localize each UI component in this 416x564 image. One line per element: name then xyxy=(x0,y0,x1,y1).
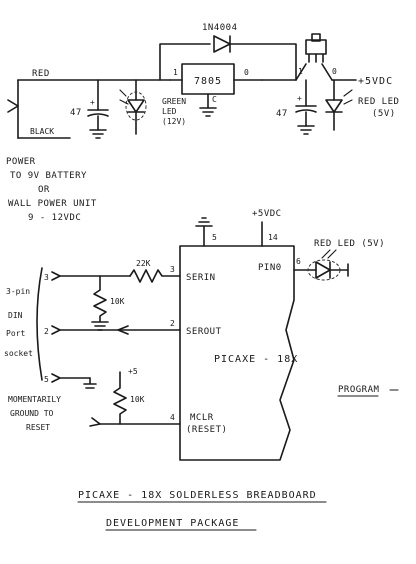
mclr-label: MCLR xyxy=(190,413,214,423)
serout-arrow-icon xyxy=(117,325,129,335)
out-voltage-label: +5VDC xyxy=(358,76,393,87)
pin5-ground xyxy=(195,217,213,247)
conn2-arrow-icon xyxy=(51,325,61,335)
note-line-3: OR xyxy=(38,185,50,195)
conn3-label: 3 xyxy=(44,273,49,282)
pin3-label: 3 xyxy=(170,265,175,274)
black-wire-label: BLACK xyxy=(30,127,54,136)
res-10k-pullup xyxy=(113,371,127,425)
cap-right-label: 47 xyxy=(276,109,288,119)
din-label-3: Port xyxy=(6,329,25,338)
res-10k-b-label: 10K xyxy=(130,395,145,404)
pin4-label: 4 xyxy=(170,413,175,422)
red-led-output xyxy=(307,249,349,281)
reg-ground xyxy=(199,93,217,117)
top-supply-label: +5VDC xyxy=(252,209,282,219)
serout-label: SEROUT xyxy=(186,327,222,337)
program-label: PROGRAM xyxy=(338,385,380,395)
power-switch xyxy=(295,33,333,81)
reset-arrow-icon xyxy=(89,417,101,427)
title-line-2: DEVELOPMENT PACKAGE xyxy=(106,518,239,529)
reg-pin-common: C xyxy=(212,95,217,104)
note-line-1: POWER xyxy=(6,157,36,167)
capacitor-left: + xyxy=(87,79,109,139)
note-line-2: TO 9V BATTERY xyxy=(10,171,87,181)
pin6-label: 6 xyxy=(296,257,301,266)
diode-1n4004 xyxy=(159,35,297,81)
picaxe-chip-body xyxy=(179,245,295,461)
green-led xyxy=(119,79,147,135)
pin2-label: 2 xyxy=(170,319,175,328)
plus5-label: +5 xyxy=(128,367,138,376)
din-connector-bracket xyxy=(36,267,43,381)
title-line-1: PICAXE - 18X SOLDERLESS BREADBOARD xyxy=(78,490,317,501)
program-underline xyxy=(337,389,399,397)
red-led-label-2: (5V) xyxy=(372,109,396,119)
switch-pin-left: 1 xyxy=(298,67,303,76)
conn5-label: 5 xyxy=(44,375,49,384)
red-led-label-1: RED LED xyxy=(358,97,399,107)
green-led-label-2: LED xyxy=(162,107,177,116)
capacitor-right: + xyxy=(295,79,317,135)
pin0-label: PIN0 xyxy=(258,263,282,273)
din-label-2: DIN xyxy=(8,311,23,320)
din-label-4: socket xyxy=(4,349,33,358)
serin-label: SERIN xyxy=(186,273,216,283)
input-arrow-icon xyxy=(7,99,19,113)
cap-left-label: 47 xyxy=(70,108,82,118)
res-10k-a-label: 10K xyxy=(110,297,125,306)
note-line-5: 9 - 12VDC xyxy=(28,213,81,223)
reset-paren-label: (RESET) xyxy=(186,425,227,435)
svg-text:+: + xyxy=(90,98,95,107)
svg-text:+: + xyxy=(297,94,302,103)
red-wire-label: RED xyxy=(32,69,50,79)
conn5-arrow-icon xyxy=(51,373,91,383)
diode-label: 1N4004 xyxy=(202,23,238,33)
res-22k-label: 22K xyxy=(136,259,151,268)
power-supply-section: RED BLACK + 47 GREEN LED (12V) xyxy=(6,23,399,223)
conn-ground-icon xyxy=(83,377,97,389)
green-led-label-3: (12V) xyxy=(162,117,186,126)
note-line-4: WALL POWER UNIT xyxy=(8,199,97,209)
chip-section: PICAXE - 18X 5 14 +5VDC 22K 3 SERIN 10K … xyxy=(4,209,399,461)
res-22k xyxy=(129,269,181,283)
reg-pin-out: 0 xyxy=(244,68,249,77)
footer-title: PICAXE - 18X SOLDERLESS BREADBOARD DEVEL… xyxy=(77,490,327,531)
red-led-output-label: RED LED (5V) xyxy=(314,239,385,249)
green-led-label-1: GREEN xyxy=(162,97,186,106)
regulator-label: 7805 xyxy=(194,76,222,87)
red-led-power xyxy=(325,79,353,131)
reset-note-1: MOMENTARILY xyxy=(8,395,61,404)
pin14-label: 14 xyxy=(268,233,278,242)
chip-name-label: PICAXE - 18X xyxy=(214,354,298,365)
pin5-label: 5 xyxy=(212,233,217,242)
switch-pin-right: 0 xyxy=(332,67,337,76)
din-label-1: 3-pin xyxy=(6,287,30,296)
res-10k-pulldown xyxy=(91,275,109,331)
conn3-arrow-icon xyxy=(51,271,61,281)
reg-pin-in: 1 xyxy=(173,68,178,77)
reset-note-2: GROUND TO xyxy=(10,409,54,418)
conn2-label: 2 xyxy=(44,327,49,336)
reset-note-3: RESET xyxy=(26,423,50,432)
